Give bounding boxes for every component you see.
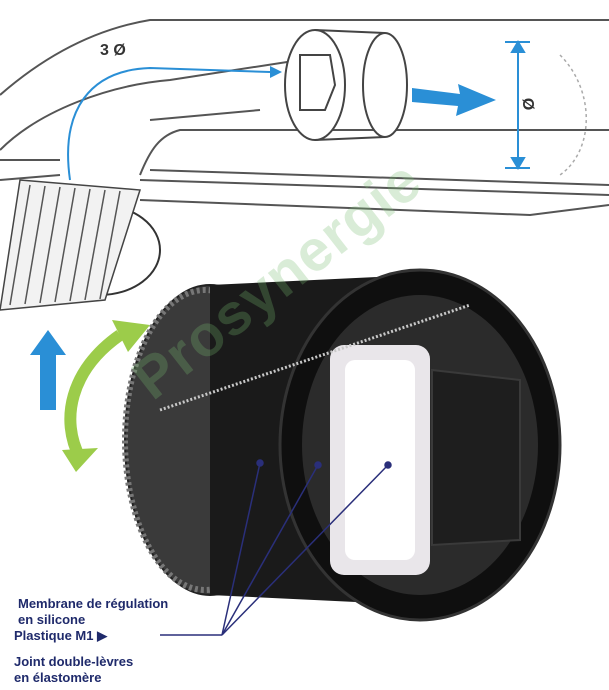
callout-joint: Joint double-lèvres xyxy=(14,654,133,669)
flow-arrow-up xyxy=(30,330,66,410)
callout-plastic: Plastique M1 ▶ xyxy=(14,628,107,643)
duct-insert xyxy=(285,30,407,140)
callout-plastic-text: Plastique M1 xyxy=(14,628,93,643)
callout-membrane-material: en silicone xyxy=(18,612,85,627)
rotation-arrow xyxy=(70,335,120,458)
play-icon: ▶ xyxy=(97,628,107,643)
diameter-side-label: Ø xyxy=(521,98,539,110)
diameter-callout-label: 3 Ø xyxy=(100,42,126,60)
flow-arrow-right xyxy=(412,84,496,116)
callout-membrane: Membrane de régulation xyxy=(18,596,168,611)
callout-arrow xyxy=(68,68,270,180)
callout-joint-material: en élastomère xyxy=(14,670,101,685)
callout-arrowhead xyxy=(270,66,282,78)
duct-end xyxy=(560,55,586,175)
vent-grille xyxy=(0,180,160,310)
